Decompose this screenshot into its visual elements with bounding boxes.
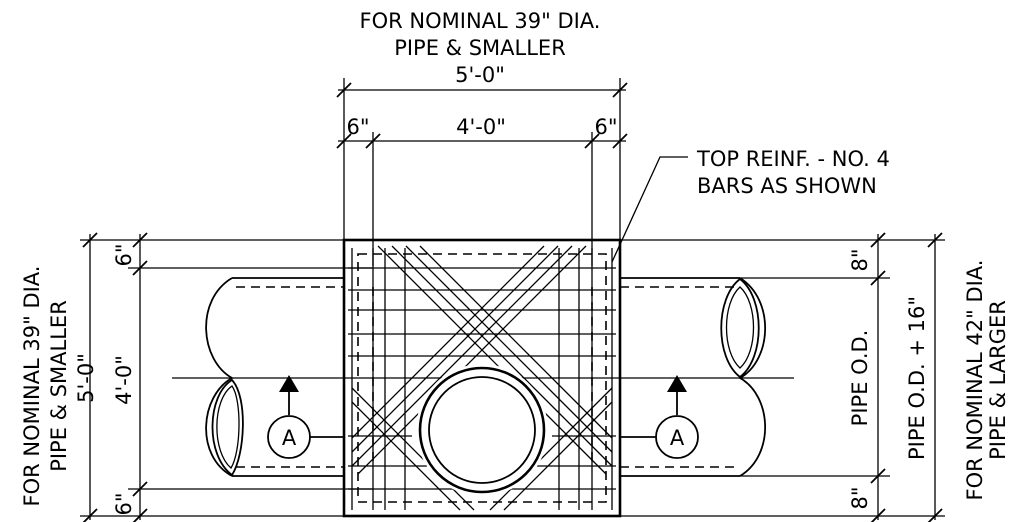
pipe-left-break-inner — [211, 378, 244, 477]
reinf-callout-line1: TOP REINF. - NO. 4 — [696, 147, 890, 171]
pipe-right-break-outer — [738, 277, 767, 477]
left-dim-top-edge: 6" — [112, 243, 136, 266]
right-dim-pipe-od-plus: PIPE O.D. + 16" — [905, 296, 929, 460]
section-bubble-left — [267, 415, 311, 459]
reinforcement-diagonal-bars — [351, 245, 613, 511]
right-dim-bottom-edge: 8" — [848, 486, 872, 509]
right-dim-top-edge: 8" — [848, 248, 872, 271]
section-label-right: A — [670, 426, 685, 450]
left-note-line1: FOR NOMINAL 39" DIA. — [20, 266, 44, 507]
pipe-right-break-inner-ring — [725, 286, 755, 369]
dim-tick-4ft-a — [336, 133, 352, 149]
dim-tick-4ft-c — [584, 133, 600, 149]
dim-tick-right-inner-a — [870, 232, 886, 248]
right-note-line1: FOR NOMINAL 42" DIA. — [963, 260, 987, 501]
section-bubble-right — [655, 415, 699, 459]
dim-tick-right-inner-b — [870, 270, 886, 286]
rebar-diagonal — [351, 245, 559, 453]
rebar-diagonal — [351, 245, 573, 467]
dim-tick-right-outer-bottom — [927, 508, 943, 522]
top-note-line2: PIPE & SMALLER — [394, 36, 566, 60]
dim-tick-right-inner-c — [870, 468, 886, 484]
collar-outline — [342, 238, 622, 518]
left-dimension-group: FOR NOMINAL 39" DIA. PIPE & SMALLER 5'-0… — [20, 232, 373, 522]
right-dim-pipe-od: PIPE O.D. — [848, 330, 872, 427]
rebar-diagonal — [419, 245, 613, 439]
rebar-diagonal — [377, 245, 607, 475]
pipe-right-break-inner — [720, 277, 760, 379]
dim-tick-right-inner-d — [870, 508, 886, 522]
dim-tick-right-outer-top — [927, 232, 943, 248]
top-dim-center: 4'-0" — [456, 115, 506, 139]
section-marker-right: A — [620, 375, 699, 459]
section-arrow-right-icon — [667, 375, 687, 392]
pipe-left-break-inner-ring — [216, 385, 240, 469]
pipe-cross-section-knockout — [416, 364, 548, 496]
rebar-diagonal — [351, 387, 475, 511]
left-dim-bottom-edge: 6" — [112, 492, 136, 515]
rebar-diagonal — [489, 387, 613, 511]
dim-tick-4ft-b — [365, 133, 381, 149]
left-note-line3: 5'-0" — [74, 353, 98, 403]
top-dimension-group: FOR NOMINAL 39" DIA. PIPE & SMALLER 5'-0… — [336, 9, 628, 266]
rebar-diagonal — [405, 245, 613, 453]
top-note-line3: 5'-0" — [455, 63, 505, 87]
section-marker-left: A — [267, 375, 344, 459]
collar-inner-dashed-outline — [357, 253, 607, 503]
section-label-left: A — [282, 426, 297, 450]
top-note-line1: FOR NOMINAL 39" DIA. — [360, 9, 601, 33]
dim-tick-4ft-d — [612, 133, 628, 149]
pipe-cross-section-inner — [428, 376, 536, 484]
top-dim-left-edge: 6" — [346, 115, 369, 139]
section-arrow-left-icon — [279, 375, 299, 392]
right-note-line2: PIPE & LARGER — [986, 300, 1010, 460]
rebar-diagonal — [351, 401, 461, 511]
callout-leader — [611, 156, 688, 263]
rebar-diagonal — [391, 245, 613, 467]
rebar-diagonal — [357, 245, 587, 475]
left-dim-center: 4'-0" — [112, 355, 136, 405]
rebar-diagonal — [503, 401, 613, 511]
pipe-cross-section-outer — [418, 366, 546, 494]
reinforcement-callout: TOP REINF. - NO. 4 BARS AS SHOWN — [611, 147, 890, 263]
left-note-line2: PIPE & SMALLER — [47, 300, 71, 472]
right-dimension-group: 8" PIPE O.D. PIPE O.D. + 16" 8" FOR NOMI… — [620, 232, 1010, 522]
rebar-diagonal — [351, 245, 545, 439]
reinf-callout-line2: BARS AS SHOWN — [697, 174, 877, 198]
top-dim-right-edge: 6" — [594, 115, 617, 139]
concrete-collar — [342, 238, 622, 518]
